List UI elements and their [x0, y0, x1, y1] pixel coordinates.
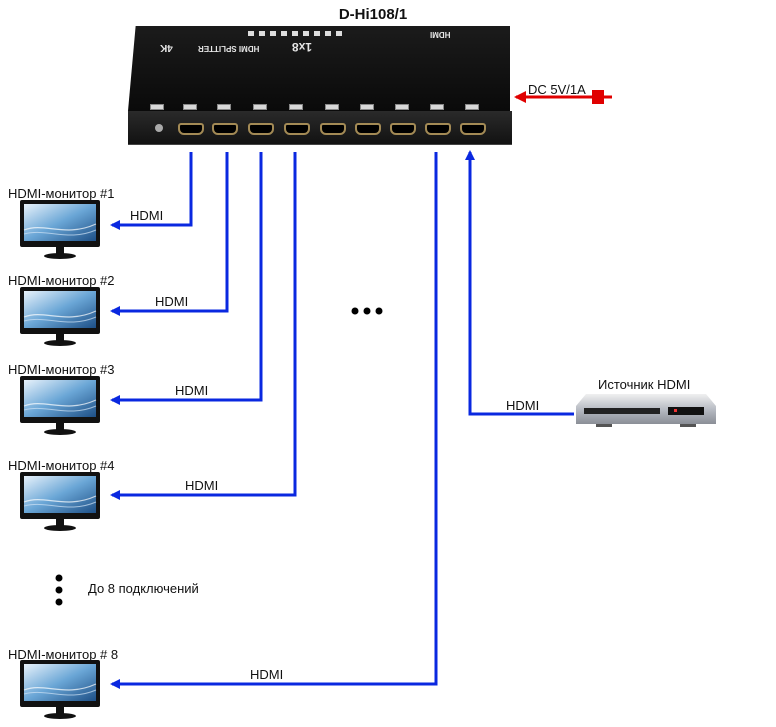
power-label: DC 5V/1A — [528, 82, 586, 97]
cable-source — [465, 150, 574, 416]
cable-monitor-8 — [110, 152, 438, 689]
hdmi-output-port — [390, 123, 416, 135]
cable-label: HDMI — [175, 383, 209, 398]
port-label — [360, 104, 374, 110]
hdmi-output-port — [248, 123, 274, 135]
power-plug-icon — [592, 90, 604, 104]
more-connections-label: До 8 подключений — [88, 581, 199, 596]
port-label — [183, 104, 197, 110]
port-label — [325, 104, 339, 110]
cable-monitor-3 — [110, 152, 263, 405]
port-label — [289, 104, 303, 110]
dc-port-label — [150, 104, 164, 110]
source-cable-label: HDMI — [506, 398, 540, 413]
monitor-label: HDMI-монитор #4 — [8, 458, 115, 473]
monitor-label: HDMI-монитор # 8 — [8, 647, 119, 662]
ellipsis-dot — [375, 307, 383, 315]
cable-monitor-4 — [110, 152, 297, 500]
monitor-icon — [20, 660, 100, 720]
diagram-title: D-Hi108/1 — [338, 6, 408, 23]
vertical-dot — [55, 586, 63, 594]
dc-jack — [155, 124, 163, 132]
cable-label: HDMI — [130, 208, 164, 223]
monitor-icon — [20, 287, 100, 347]
port-label — [395, 104, 409, 110]
hdmi-output-port — [320, 123, 346, 135]
monitor-label: HDMI-монитор #3 — [8, 362, 115, 377]
device-led-row — [248, 31, 342, 36]
ellipsis-dot — [363, 307, 371, 315]
hdmi-output-port — [425, 123, 451, 135]
hdmi-output-port — [212, 123, 238, 135]
port-label — [253, 104, 267, 110]
splitter-device-top — [128, 26, 510, 111]
port-label — [465, 104, 479, 110]
hdmi-output-port — [355, 123, 381, 135]
monitor-icon — [20, 200, 100, 260]
monitor-icon — [20, 472, 100, 532]
monitor-icon — [20, 376, 100, 436]
cable-label: HDMI — [155, 294, 189, 309]
port-label — [217, 104, 231, 110]
vertical-dot — [55, 574, 63, 582]
source-label: Источник HDMI — [598, 377, 691, 392]
cable-label: HDMI — [250, 667, 284, 682]
cable-monitor-2 — [110, 152, 229, 316]
vertical-dot — [55, 598, 63, 606]
hdmi-output-port — [284, 123, 310, 135]
hdmi-output-port — [178, 123, 204, 135]
cable-label: HDMI — [185, 478, 219, 493]
port-label — [430, 104, 444, 110]
ellipsis-dot — [351, 307, 359, 315]
dvd-player-icon — [576, 394, 716, 427]
hdmi-input-port — [460, 123, 486, 135]
monitor-label: HDMI-монитор #1 — [8, 186, 115, 201]
cable-monitor-1 — [110, 152, 193, 230]
monitor-label: HDMI-монитор #2 — [8, 273, 115, 288]
